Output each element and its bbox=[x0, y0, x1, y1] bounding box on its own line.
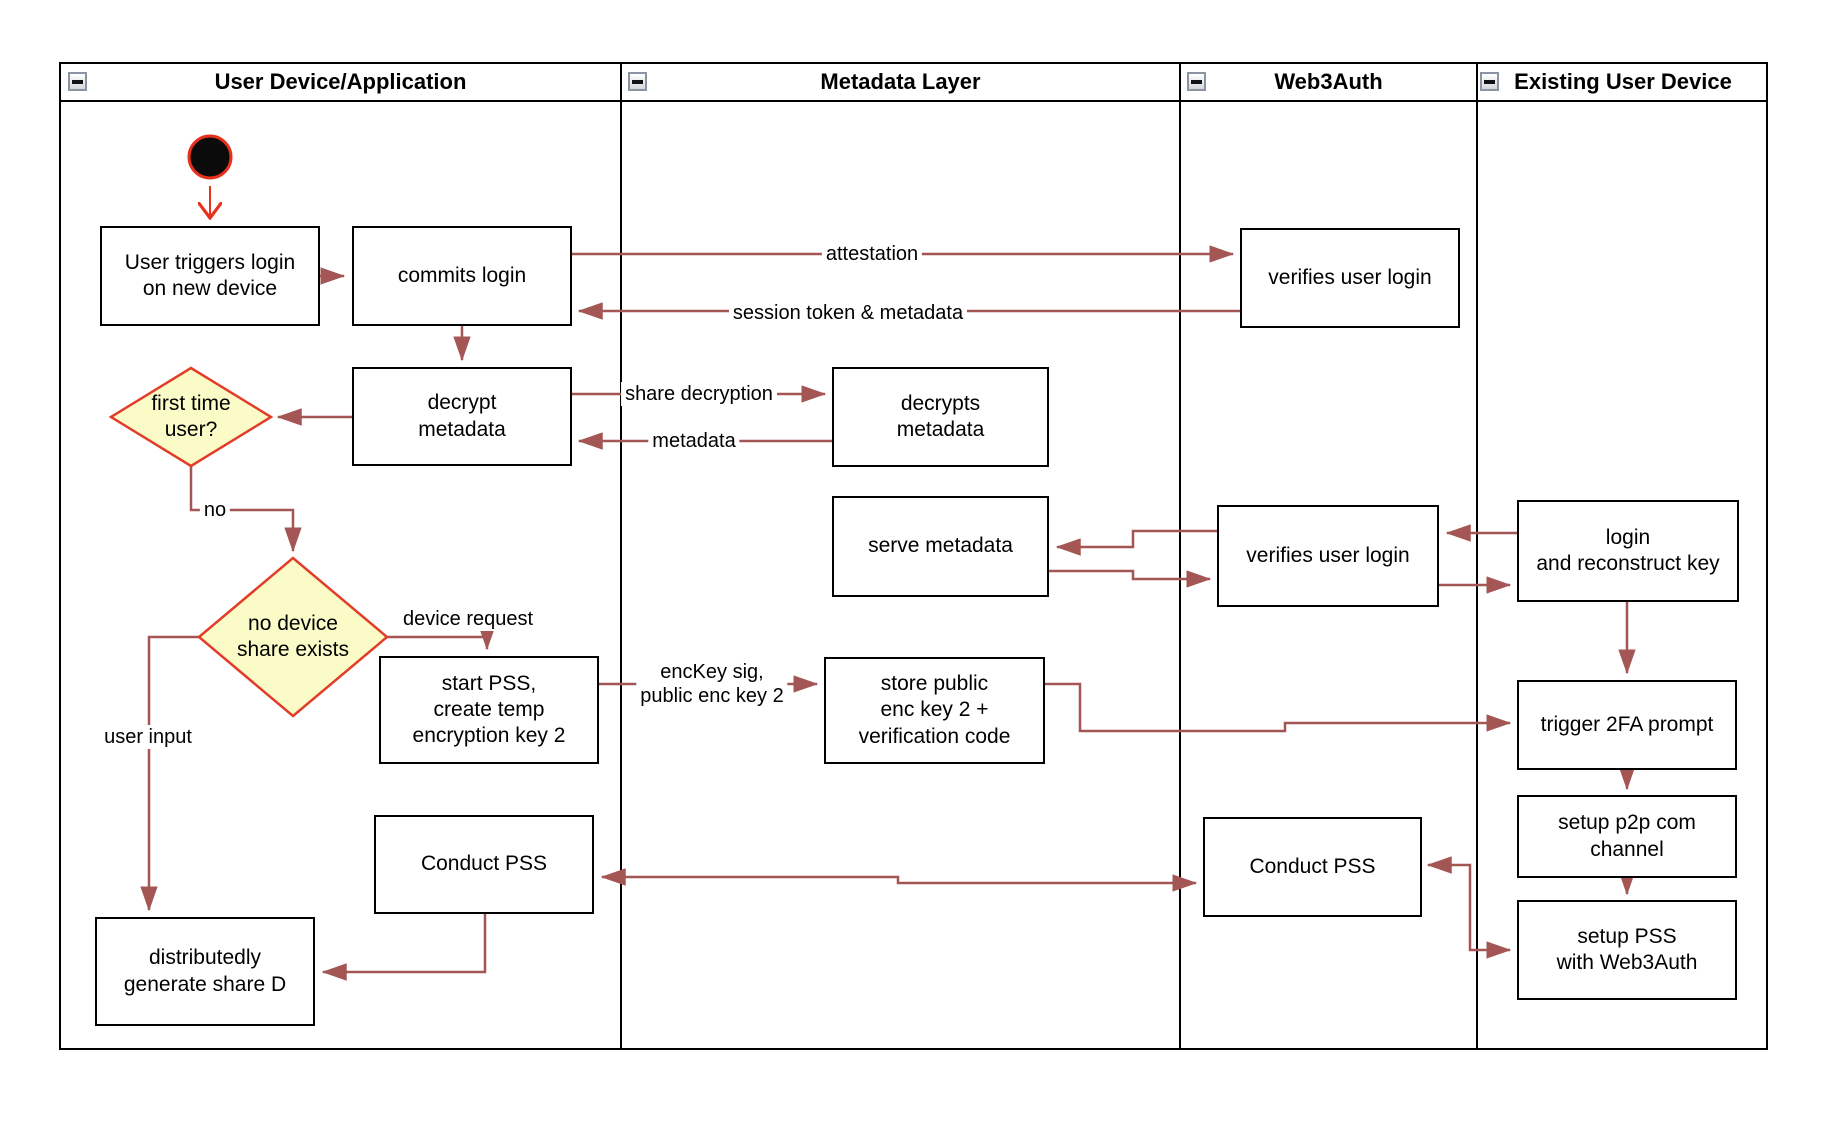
collapse-icon-web3auth[interactable] bbox=[1187, 72, 1206, 91]
node-start-pss: start PSS, create temp encryption key 2 bbox=[379, 656, 599, 764]
lane-divider-2 bbox=[1179, 62, 1181, 1050]
node-verifies-user-login-top: verifies user login bbox=[1240, 228, 1460, 328]
node-trigger-2fa: trigger 2FA prompt bbox=[1517, 680, 1737, 770]
node-p2p-channel: setup p2p com channel bbox=[1517, 795, 1737, 878]
node-commits-login: commits login bbox=[352, 226, 572, 326]
edge-conduct-pss-link bbox=[600, 868, 1198, 892]
decision-first-time bbox=[108, 366, 274, 468]
lane-title-user-device: User Device/Application bbox=[214, 69, 467, 94]
diagram-frame bbox=[59, 62, 1768, 1050]
edge-no-branch bbox=[189, 466, 302, 553]
minus-icon bbox=[72, 79, 83, 84]
node-conduct-pss-user: Conduct PSS bbox=[374, 815, 594, 914]
lane-title-existing-device: Existing User Device bbox=[1514, 69, 1732, 94]
lane-divider-3 bbox=[1476, 62, 1478, 1050]
decision-label-first-time: first time user? bbox=[151, 391, 231, 441]
minus-icon bbox=[1484, 79, 1495, 84]
collapse-icon-user-device[interactable] bbox=[68, 72, 87, 91]
edge-verifies-to-serve bbox=[1055, 529, 1217, 556]
node-decrypt-metadata: decrypt metadata bbox=[352, 367, 572, 466]
collapse-icon-existing-device[interactable] bbox=[1480, 72, 1499, 91]
lane-title-web3auth: Web3Auth bbox=[1274, 69, 1383, 94]
edge-device-request bbox=[387, 625, 496, 651]
edge-label-session-token: session token & metadata bbox=[728, 301, 968, 325]
edge-label-enckey: encKey sig, public enc key 2 bbox=[636, 660, 788, 708]
start-node bbox=[187, 134, 233, 180]
edge-user-input bbox=[140, 635, 199, 912]
node-serve-metadata: serve metadata bbox=[832, 496, 1049, 597]
minus-icon bbox=[632, 79, 643, 84]
node-verifies-user-login-mid: verifies user login bbox=[1217, 505, 1439, 607]
node-store-public-key: store public enc key 2 + verification co… bbox=[824, 657, 1045, 764]
edge-serve-to-verifies bbox=[1049, 569, 1212, 588]
edge-setup-pss-link bbox=[1426, 856, 1512, 959]
edge-store-to-2fa bbox=[1045, 682, 1512, 733]
node-conduct-pss-web3auth: Conduct PSS bbox=[1203, 817, 1422, 917]
edge-label-metadata: metadata bbox=[648, 429, 740, 453]
edge-label-no: no bbox=[199, 498, 231, 522]
lane-header-row bbox=[59, 62, 1768, 102]
minus-icon bbox=[1191, 79, 1202, 84]
decision-label-no-device-share: no device share exists bbox=[236, 611, 350, 661]
edge-label-share-decryption: share decryption bbox=[621, 382, 777, 406]
edge-label-device-request: device request bbox=[398, 607, 538, 631]
edge-conduct-to-distributed bbox=[321, 914, 487, 981]
node-decrypts-metadata: decrypts metadata bbox=[832, 367, 1049, 467]
node-login-reconstruct-key: login and reconstruct key bbox=[1517, 500, 1739, 602]
lane-title-metadata-layer: Metadata Layer bbox=[820, 69, 981, 94]
lane-divider-1 bbox=[620, 62, 622, 1050]
node-setup-pss: setup PSS with Web3Auth bbox=[1517, 900, 1737, 1000]
edge-label-user-input: user input bbox=[100, 725, 196, 749]
edge-label-attestation: attestation bbox=[821, 242, 923, 266]
node-user-triggers-login: User triggers login on new device bbox=[100, 226, 320, 326]
node-distributedly-generate: distributedly generate share D bbox=[95, 917, 315, 1026]
decision-no-device-share bbox=[197, 556, 389, 718]
collapse-icon-metadata-layer[interactable] bbox=[628, 72, 647, 91]
